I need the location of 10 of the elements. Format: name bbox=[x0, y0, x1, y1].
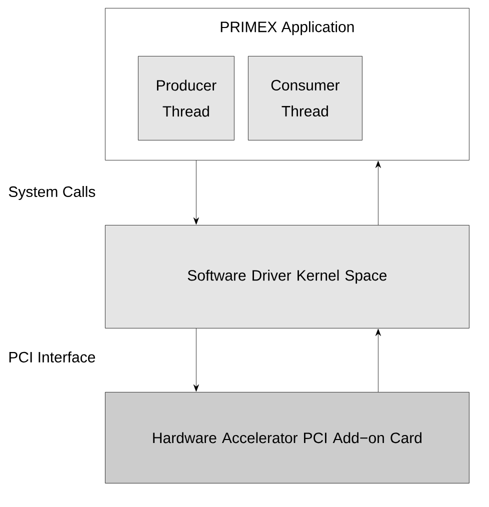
arrow bbox=[375, 328, 381, 392]
process-box: Software Driver Kernel Space bbox=[105, 225, 470, 328]
process-box: Producer Thread bbox=[138, 56, 234, 140]
arrow bbox=[375, 160, 381, 226]
arrow bbox=[193, 160, 199, 225]
process-box: Hardware Accelerator PCI Add−on Card bbox=[105, 392, 470, 484]
interface-label: System Calls bbox=[8, 186, 96, 200]
interface-label: PCI Interface bbox=[9, 352, 96, 362]
process-box: Consumer Thread bbox=[248, 56, 362, 140]
arrow bbox=[193, 328, 199, 392]
